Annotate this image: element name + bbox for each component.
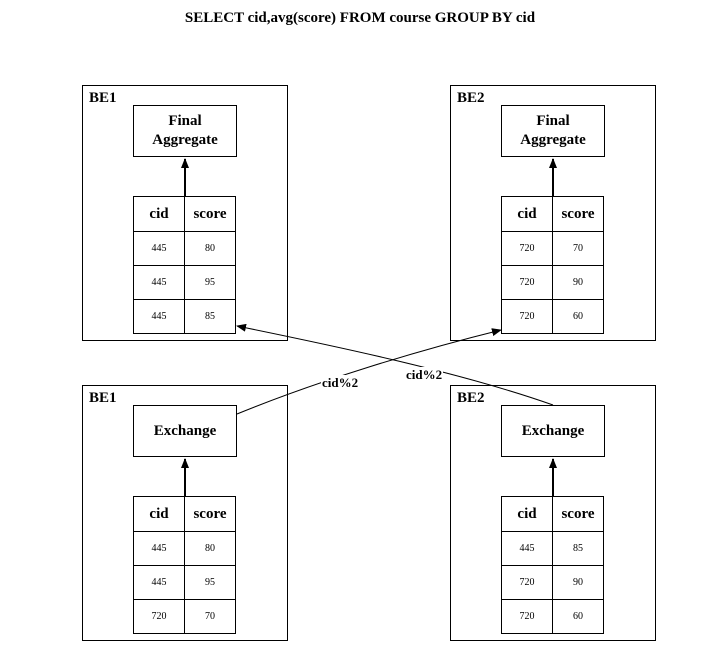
- column-header-score: score: [184, 196, 236, 232]
- cell-cid: 720: [501, 565, 553, 600]
- cell-cid: 720: [501, 299, 553, 334]
- cell-cid: 720: [501, 599, 553, 634]
- table-header-row: cid score: [133, 196, 236, 232]
- table-row: 720 60: [501, 299, 604, 334]
- table-row: 445 85: [133, 299, 236, 334]
- table-row: 445 95: [133, 565, 236, 600]
- cell-score: 90: [552, 565, 604, 600]
- cell-score: 95: [184, 565, 236, 600]
- table-row: 445 95: [133, 265, 236, 300]
- cell-score: 80: [184, 531, 236, 566]
- table-row: 720 70: [501, 231, 604, 266]
- cell-score: 70: [552, 231, 604, 266]
- be1-bottom-data-table: cid score 445 80 445 95 720 70: [133, 496, 236, 634]
- cell-score: 85: [184, 299, 236, 334]
- node-label: BE1: [89, 90, 117, 106]
- cell-cid: 445: [133, 299, 185, 334]
- column-header-cid: cid: [133, 196, 185, 232]
- be2-top-data-table: cid score 720 70 720 90 720 60: [501, 196, 604, 334]
- table-row: 720 90: [501, 265, 604, 300]
- column-header-cid: cid: [501, 496, 553, 532]
- exchange-operator: Exchange: [133, 405, 237, 457]
- table-header-row: cid score: [133, 496, 236, 532]
- cell-score: 90: [552, 265, 604, 300]
- cell-score: 85: [552, 531, 604, 566]
- table-row: 720 90: [501, 565, 604, 600]
- node-label: BE2: [457, 90, 485, 106]
- cell-score: 60: [552, 299, 604, 334]
- edge-label-cid-mod-2: cid%2: [405, 367, 444, 383]
- cell-cid: 720: [501, 265, 553, 300]
- table-row: 445 85: [501, 531, 604, 566]
- column-header-score: score: [552, 196, 604, 232]
- final-aggregate-operator: Final Aggregate: [133, 105, 237, 157]
- cell-score: 70: [184, 599, 236, 634]
- cell-cid: 720: [133, 599, 185, 634]
- be1-exchange-node: BE1: [82, 385, 288, 641]
- table-row: 720 70: [133, 599, 236, 634]
- column-header-score: score: [552, 496, 604, 532]
- cell-cid: 720: [501, 231, 553, 266]
- final-aggregate-operator: Final Aggregate: [501, 105, 605, 157]
- be1-top-data-table: cid score 445 80 445 95 445 85: [133, 196, 236, 334]
- column-header-cid: cid: [501, 196, 553, 232]
- cell-score: 80: [184, 231, 236, 266]
- node-label: BE1: [89, 390, 117, 406]
- be1-final-aggregate-node: BE1: [82, 85, 288, 341]
- cell-cid: 445: [133, 231, 185, 266]
- table-row: 445 80: [133, 531, 236, 566]
- table-header-row: cid score: [501, 196, 604, 232]
- table-header-row: cid score: [501, 496, 604, 532]
- cell-cid: 445: [133, 265, 185, 300]
- node-label: BE2: [457, 390, 485, 406]
- cell-cid: 445: [133, 531, 185, 566]
- column-header-cid: cid: [133, 496, 185, 532]
- query-title: SELECT cid,avg(score) FROM course GROUP …: [184, 10, 536, 26]
- table-row: 720 60: [501, 599, 604, 634]
- cell-score: 95: [184, 265, 236, 300]
- cell-score: 60: [552, 599, 604, 634]
- be2-bottom-data-table: cid score 445 85 720 90 720 60: [501, 496, 604, 634]
- table-row: 445 80: [133, 231, 236, 266]
- cell-cid: 445: [501, 531, 553, 566]
- exchange-operator: Exchange: [501, 405, 605, 457]
- edge-label-cid-mod-2: cid%2: [321, 375, 360, 391]
- cell-cid: 445: [133, 565, 185, 600]
- column-header-score: score: [184, 496, 236, 532]
